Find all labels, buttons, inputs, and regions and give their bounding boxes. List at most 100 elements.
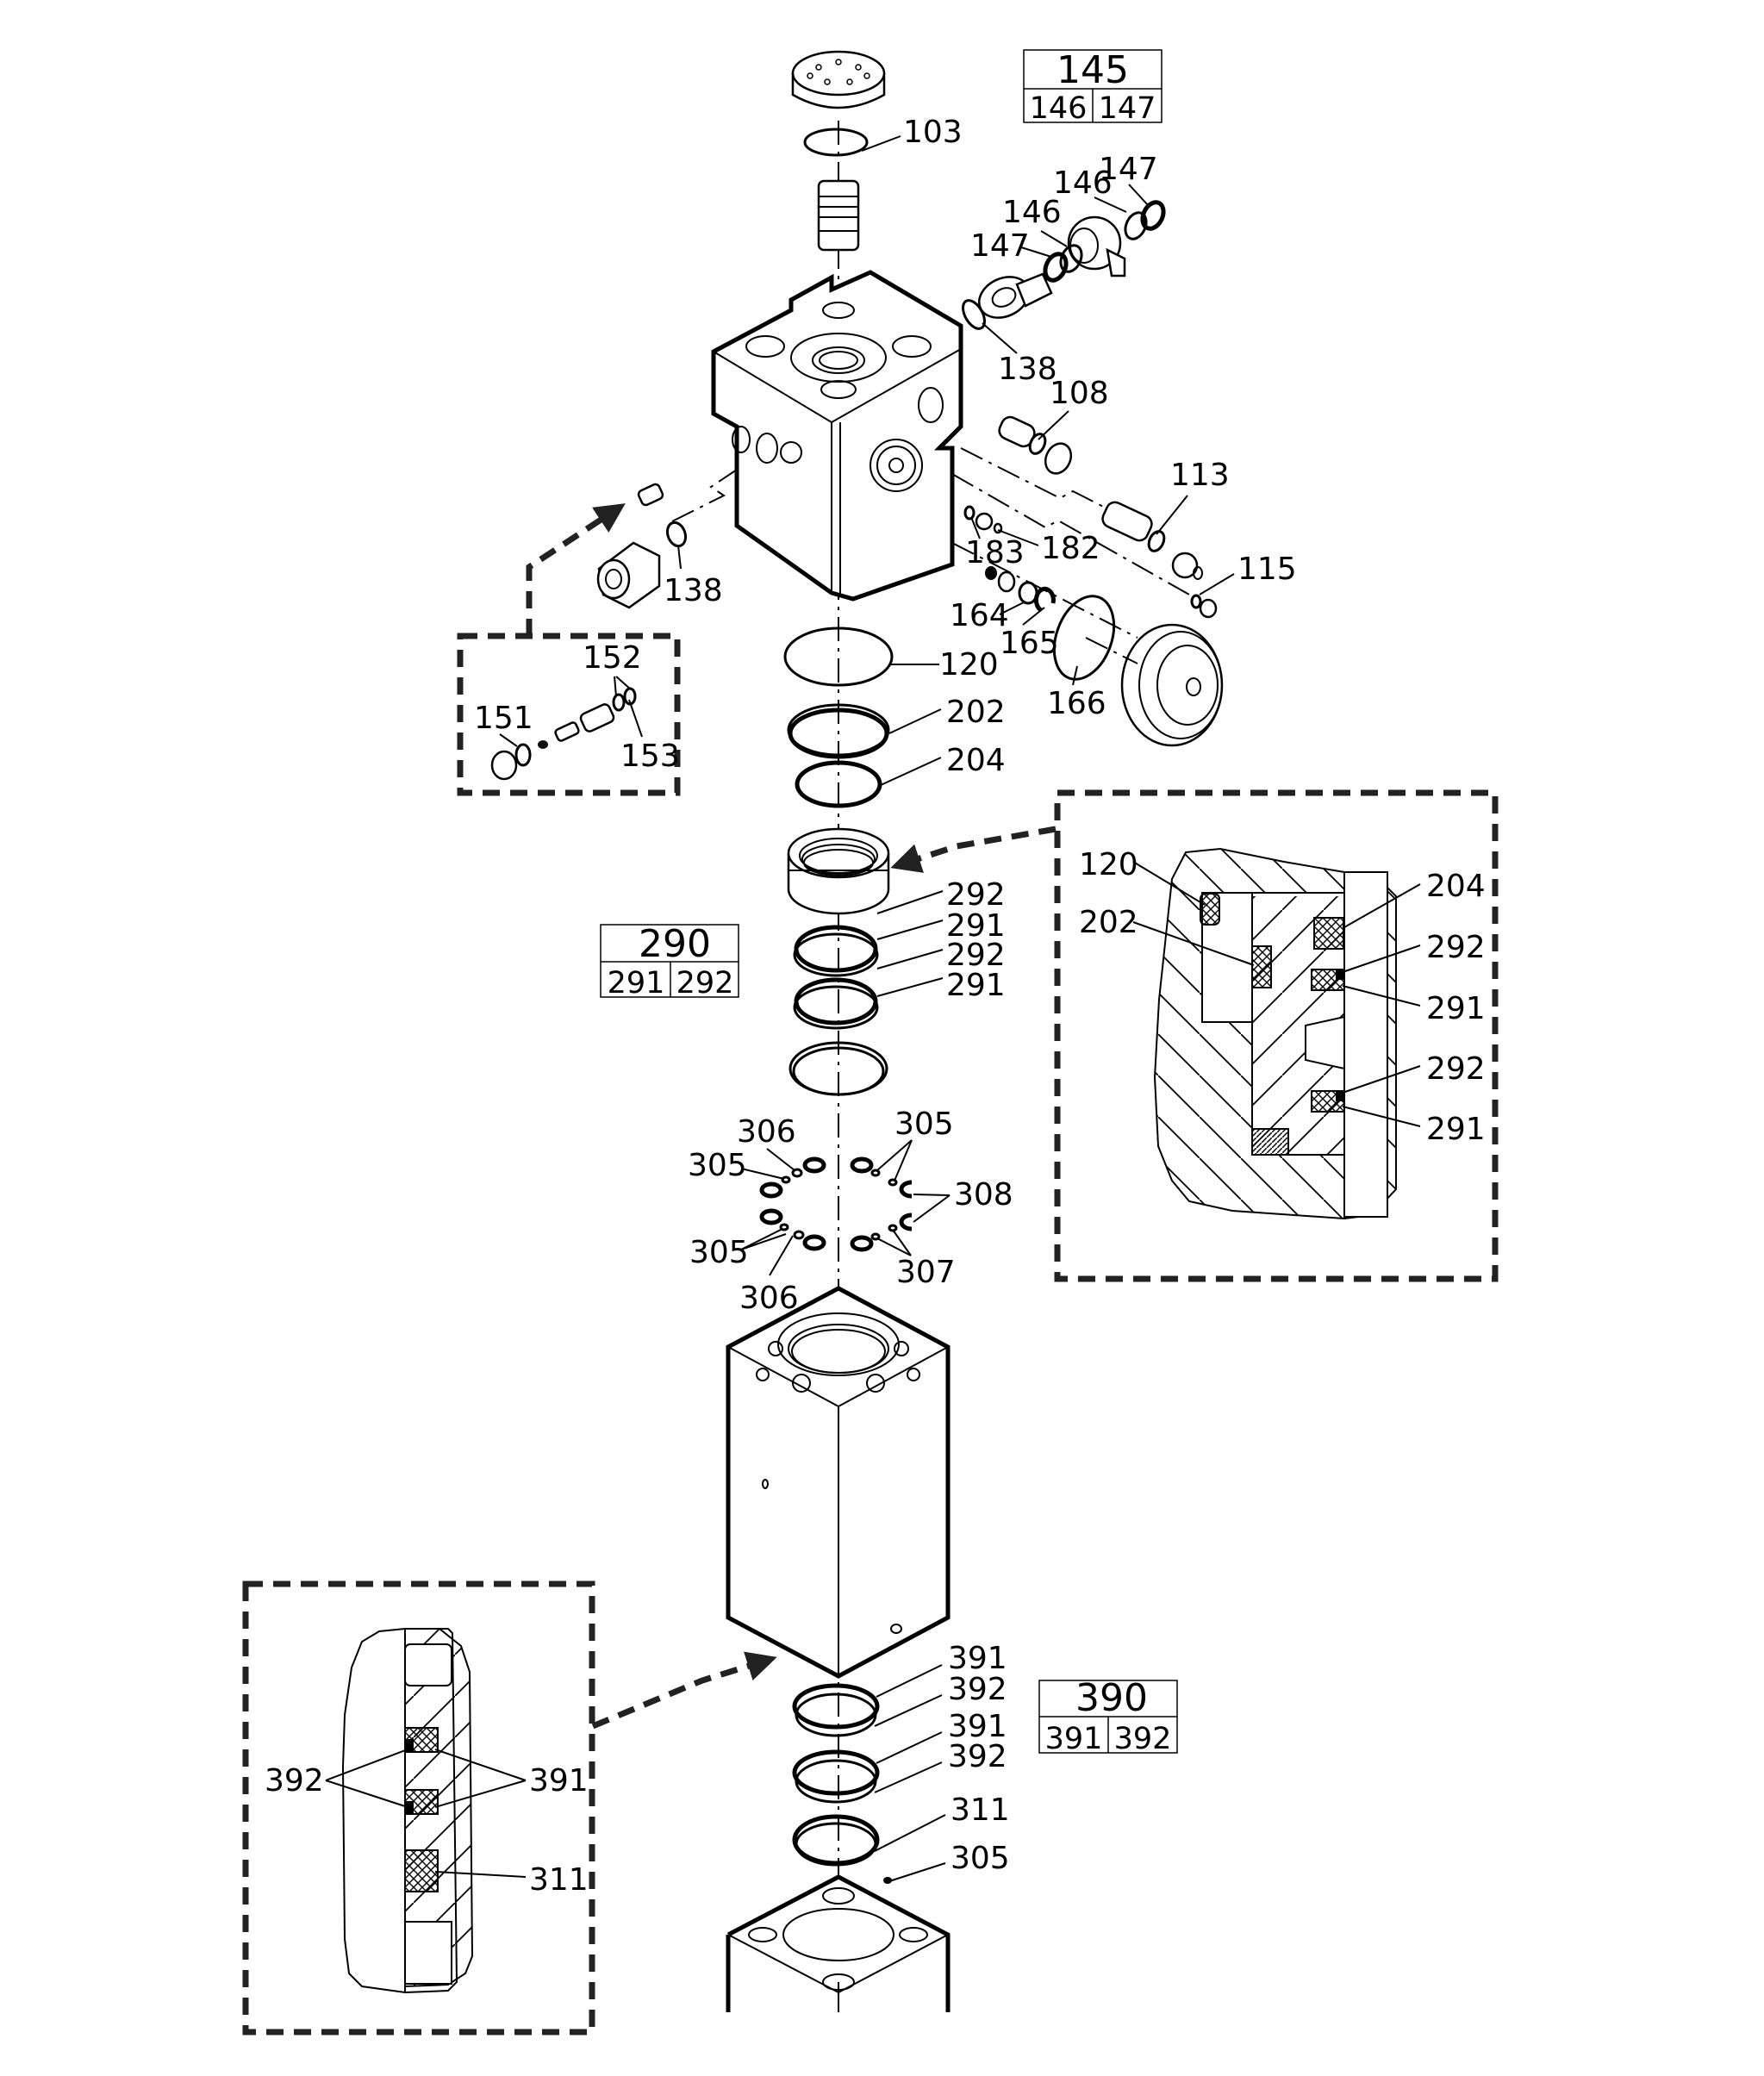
callout-292-b: 292 [946,938,1006,973]
leader-306-a [766,1148,795,1171]
leader-292-a [876,890,944,914]
inset-upper-callout-292-a: 292 [1426,930,1486,965]
leader-308-2 [913,1194,951,1223]
inset-upper-callout-204: 204 [1426,869,1486,904]
dashed-arrow-to-inset-upper [890,826,1057,873]
callout-103: 103 [903,115,963,150]
plug-115-part [1190,594,1218,619]
rings-164-165-part [985,566,1056,613]
inset-lower-callout-311: 311 [529,1862,589,1898]
inset-upper-callout-291-a: 291 [1426,991,1486,1026]
ring-305-bottom [883,1877,892,1884]
ring-392-b [795,1759,877,1804]
inset-callout-152: 152 [583,640,642,676]
inset-upper-callout-202: 202 [1079,905,1138,940]
leader-108 [1038,410,1069,440]
inset-upper-seal-section: 120 202 204 292 291 292 291 [1054,789,1499,1282]
callout-115: 115 [1237,552,1297,587]
leader-391-b [876,1731,943,1764]
o-ring-166 [1052,595,1116,681]
leader-307-2 [892,1229,912,1256]
leader-182 [997,529,1039,546]
inset-callout-153: 153 [620,739,680,774]
callout-307: 307 [896,1255,956,1290]
axis-right-1 [960,447,1121,516]
callout-392-b: 392 [948,1739,1007,1774]
leader-311 [874,1814,946,1852]
leader-305-b2 [740,1233,787,1250]
leader-307-1 [876,1237,912,1256]
callout-166: 166 [1047,686,1106,721]
callout-204: 204 [946,743,1006,778]
callout-305-c: 305 [689,1235,749,1270]
leader-147-b [1128,184,1149,206]
leader-308-1 [913,1194,951,1196]
callout-305-a: 305 [688,1148,747,1183]
gland-nut-part [787,827,890,915]
callout-291-a: 291 [946,908,1006,944]
o-ring-120 [783,627,894,687]
o-ring-103 [803,128,869,157]
leader-391-a [876,1664,943,1698]
ring-291-b [793,985,879,1030]
kit-290-cell-1: 291 [608,966,665,1001]
leader-305-a [740,1168,785,1180]
callout-311: 311 [951,1792,1010,1828]
kit-290-header: 290 [639,922,711,966]
leader-291-a [876,920,944,940]
leader-305-top-r1 [876,1139,913,1171]
callout-146-b: 146 [1053,165,1113,201]
ring-391-b [792,1749,880,1796]
leader-305-b1 [740,1228,783,1250]
callout-138-left: 138 [664,573,723,608]
dashed-arrow-to-inset-lower [591,1651,777,1730]
kit-table-290: 290 291 292 [600,922,739,1001]
leader-305-bottom [888,1862,946,1882]
top-cap-part [791,50,886,109]
leader-204 [880,757,942,786]
kit-390-cell-2: 392 [1114,1722,1172,1756]
callout-164: 164 [950,598,1009,633]
inset-lower-callout-391: 391 [529,1763,589,1799]
kit-table-390: 390 391 392 [1038,1676,1178,1756]
callout-182: 182 [1041,531,1100,566]
inset-valve-cartridge: 152 151 153 [457,633,681,796]
ring-202-inner [788,708,889,759]
ring-392-a [795,1693,877,1737]
flange-part [978,272,1053,319]
callout-113: 113 [1170,458,1230,493]
ring-291-a [793,932,879,977]
leader-292-b [876,949,944,969]
kit-290-cell-2: 292 [676,966,734,1001]
cover-plate-part [1120,623,1224,747]
callout-391-a: 391 [948,1641,1007,1676]
inset-upper-callout-291-b: 291 [1426,1112,1486,1147]
small-seals-group [759,1156,913,1252]
cartridge-113-part [1101,501,1203,580]
callout-147-b: 147 [1099,152,1158,187]
callout-120: 120 [939,647,999,683]
ring-204 [795,760,882,808]
inset-upper-callout-292-b: 292 [1426,1051,1486,1087]
leader-138-upper [982,322,1018,354]
check-valve-182-183-part [963,505,1003,534]
callout-202: 202 [946,695,1006,730]
kit-145-cell-1: 146 [1030,91,1088,126]
left-plug-part [637,483,664,507]
inset-lower-seal-section: 392 391 311 [242,1580,595,2035]
ring-147-b [1140,200,1166,231]
inset-lower-callout-392: 392 [265,1763,324,1799]
leader-392-b [874,1761,943,1793]
leader-103 [861,135,901,152]
callout-165: 165 [1000,626,1059,661]
o-ring-138-upper [962,299,986,330]
ring-311 [792,1814,880,1866]
ring-147-a [1043,252,1069,283]
callout-138-upper: 138 [998,352,1057,387]
kit-390-header: 390 [1075,1676,1148,1720]
ring-391-a [792,1683,880,1730]
plug-108-part [998,415,1073,475]
leader-146-a [1040,230,1068,247]
axis-right-2 [951,473,1190,595]
